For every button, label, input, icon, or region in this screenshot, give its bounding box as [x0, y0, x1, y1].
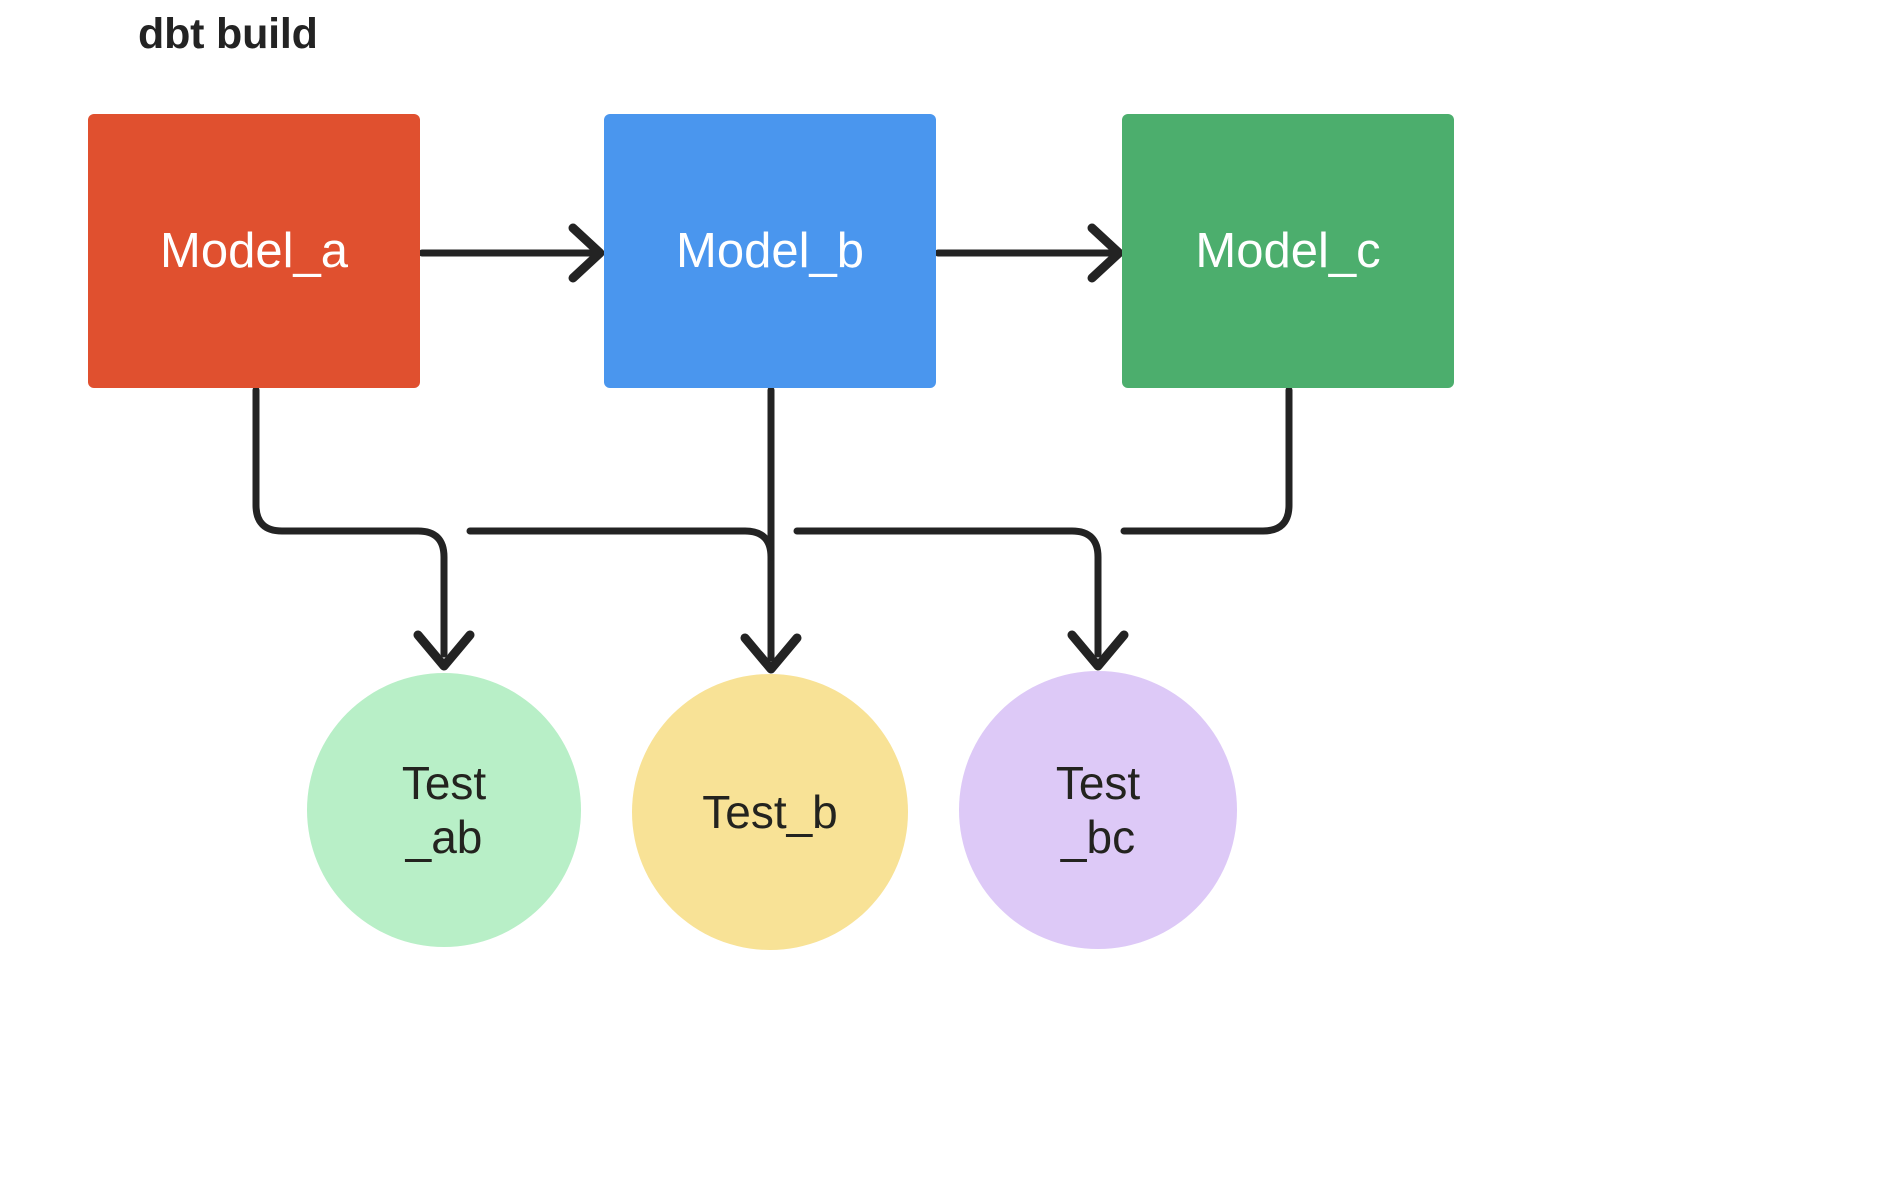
arrowhead-icon: [740, 633, 802, 674]
edge-bus-left: [466, 527, 775, 561]
node-model-a[interactable]: Model_a: [88, 114, 420, 388]
edge-line: [793, 527, 1102, 658]
edge-line: [252, 386, 448, 658]
edge-bus-right: [793, 527, 1129, 671]
node-test-b-label: Test_b: [702, 785, 838, 838]
edge-model-b-to-test-b: [740, 386, 802, 674]
edge-model-a-to-model-b: [418, 223, 605, 283]
edge-line: [1120, 386, 1293, 535]
node-test-bc[interactable]: Test _bc: [959, 671, 1237, 949]
edge-model-a-to-test-ab: [252, 386, 475, 671]
node-model-b-label: Model_b: [676, 224, 864, 278]
edge-line: [466, 527, 775, 561]
arrowhead-icon: [1087, 223, 1124, 283]
arrowhead-icon: [1067, 630, 1129, 671]
node-test-ab-label: Test _ab: [401, 756, 487, 863]
node-model-b[interactable]: Model_b: [604, 114, 936, 388]
node-test-b[interactable]: Test_b: [632, 674, 908, 950]
node-test-ab[interactable]: Test _ab: [307, 673, 581, 947]
node-model-c-label: Model_c: [1195, 224, 1381, 278]
node-test-bc-label: Test _bc: [1055, 756, 1141, 863]
arrowhead-icon: [413, 630, 475, 671]
edge-model-c-to-test-bc: [1120, 386, 1293, 535]
arrowhead-icon: [568, 223, 605, 283]
edge-model-b-to-model-c: [934, 223, 1124, 283]
node-model-a-label: Model_a: [160, 224, 348, 278]
node-model-c[interactable]: Model_c: [1122, 114, 1454, 388]
page-title: dbt build: [138, 10, 318, 58]
